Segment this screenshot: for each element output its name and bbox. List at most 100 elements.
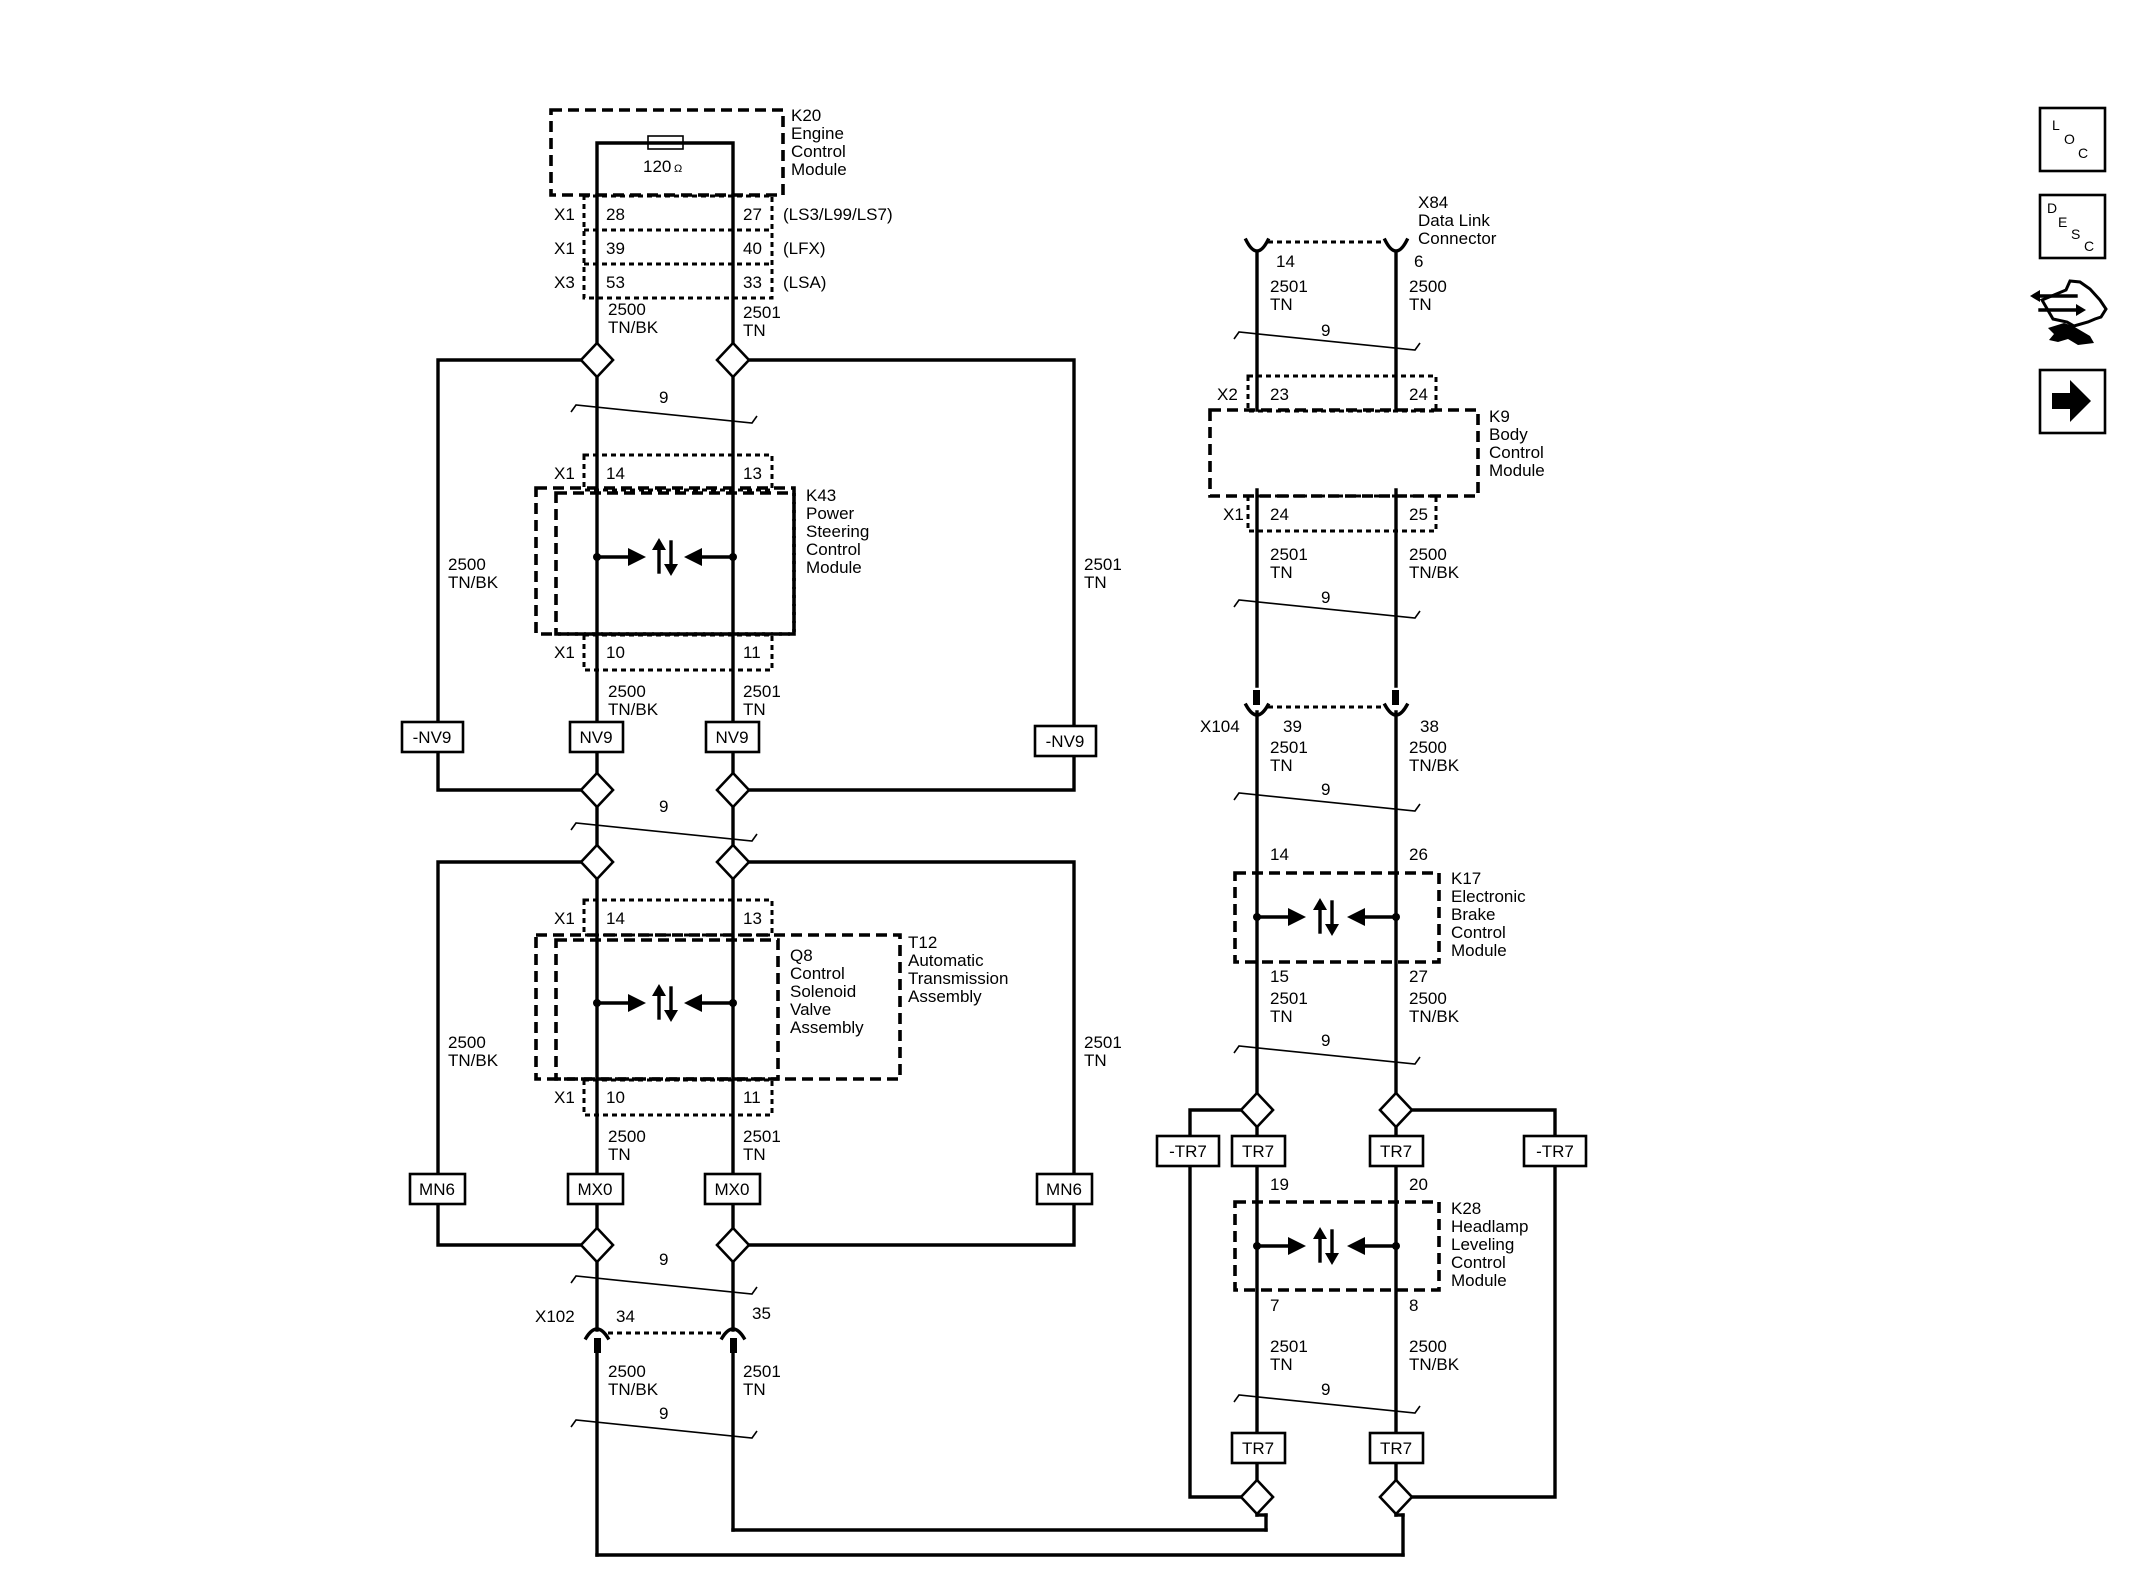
ecm-resistor-unit: Ω: [674, 163, 682, 175]
x102-inline-connector: X102 34 35: [535, 1304, 771, 1353]
wire-label: 2500: [608, 1127, 646, 1146]
next-page-arrow-button[interactable]: [2038, 368, 2107, 435]
k17-pin: 15: [1270, 967, 1289, 986]
k43-pin: 11: [743, 643, 761, 662]
k43-label: Module: [806, 558, 862, 577]
wire-label: TN: [1084, 1051, 1107, 1070]
k28-pin: 7: [1270, 1296, 1279, 1315]
q8-t12-transmission: X1 14 13 X1 10 11 Q8 Control Solenoid Va…: [534, 898, 1008, 1117]
twist-label: 9: [659, 797, 668, 816]
wire-label: 2501: [1270, 738, 1308, 757]
twist-label: 9: [1321, 321, 1330, 340]
option-box-label: TR7: [1242, 1142, 1274, 1161]
wire-label: 2500: [608, 300, 646, 319]
k17-label: Electronic: [1451, 887, 1526, 906]
k43-conn-top: X1: [554, 464, 575, 483]
ecm-row3-left-pin: 53: [606, 273, 625, 292]
k17-pin: 26: [1409, 845, 1428, 864]
q8-label: Assembly: [790, 1018, 864, 1037]
k9-label: Body: [1489, 425, 1528, 444]
q8-conn-top: X1: [554, 909, 575, 928]
k17-electronic-brake-control-module: 14 26 15 27 K17 Electronic Brake Control…: [1233, 845, 1526, 1026]
desc-letter: C: [2084, 238, 2094, 254]
x104-id: X104: [1200, 717, 1240, 736]
k17-label: Module: [1451, 941, 1507, 960]
t12-label: Automatic: [908, 951, 984, 970]
option-box-label: -TR7: [1536, 1142, 1574, 1161]
serial-data-symbol: [593, 984, 737, 1022]
k17-id: K17: [1451, 869, 1481, 888]
q8-label: Solenoid: [790, 982, 856, 1001]
k9-pin: 25: [1409, 505, 1428, 524]
twist-label: 9: [659, 1404, 668, 1423]
option-box-label: TR7: [1380, 1439, 1412, 1458]
ecm-row2-conn: X1: [554, 239, 575, 258]
connector-repair-icon[interactable]: [2030, 279, 2108, 345]
wire-label: 2500: [1409, 545, 1447, 564]
x84-pin: 6: [1414, 252, 1423, 271]
x104-pin: 38: [1420, 717, 1439, 736]
option-box-label: -NV9: [413, 728, 452, 747]
x84-id: X84: [1418, 193, 1448, 212]
wire-label: TN: [1270, 756, 1293, 775]
desc-button[interactable]: D E S C: [2038, 193, 2107, 260]
wire-label: 2500: [448, 555, 486, 574]
x84-label: Connector: [1418, 229, 1497, 248]
q8-conn-bot: X1: [554, 1088, 575, 1107]
ecm-row1-conn: X1: [554, 205, 575, 224]
k28-pin: 8: [1409, 1296, 1418, 1315]
twist-label: 9: [1321, 588, 1330, 607]
loc-letter: L: [2052, 117, 2060, 133]
q8-pin: 10: [606, 1088, 625, 1107]
t12-label: Transmission: [908, 969, 1008, 988]
wire-label: 2501: [1084, 1033, 1122, 1052]
left-twist-markers: 9 9 9 9: [570, 388, 758, 1439]
option-box-label: MN6: [1046, 1180, 1082, 1199]
x104-inline-connector: X104 39 38 2501 TN 2500 TN/BK: [1200, 690, 1460, 775]
ecm-id: K20: [791, 106, 821, 125]
wire-label: TN/BK: [1409, 1007, 1460, 1026]
ecm-label-line2: Control: [791, 142, 846, 161]
ecm-row1-left-pin: 28: [606, 205, 625, 224]
ecm-connector-rows: X1 28 27 (LS3/L99/LS7) X1 39 40 (LFX) X3…: [554, 194, 893, 300]
k17-label: Control: [1451, 923, 1506, 942]
wire-label: TN/BK: [608, 1380, 659, 1399]
twist-label: 9: [1321, 780, 1330, 799]
wire-label: TN: [743, 321, 766, 340]
option-box-label: MX0: [578, 1180, 613, 1199]
x102-pin: 35: [752, 1304, 771, 1323]
k17-label: Brake: [1451, 905, 1495, 924]
ecm-label-line1: Engine: [791, 124, 844, 143]
k9-label: Control: [1489, 443, 1544, 462]
k9-pin: 24: [1409, 385, 1428, 404]
wire-label: TN: [743, 700, 766, 719]
k28-label: Leveling: [1451, 1235, 1514, 1254]
left-splices: [579, 341, 751, 1264]
ecm-label-line3: Module: [791, 160, 847, 179]
x84-pin: 14: [1276, 252, 1295, 271]
loc-button[interactable]: L O C: [2038, 106, 2107, 173]
serial-data-symbol: [1253, 1227, 1400, 1265]
serial-data-symbol: [593, 538, 737, 576]
wire-label: TN/BK: [448, 573, 499, 592]
wire-label: TN: [608, 1145, 631, 1164]
wire-label: 2500: [608, 1362, 646, 1381]
wire-label: TN/BK: [1409, 756, 1460, 775]
serial-data-symbol: [1253, 898, 1400, 936]
wire-label: 2500: [1409, 277, 1447, 296]
k17-pin: 14: [1270, 845, 1289, 864]
wire-label: TN/BK: [448, 1051, 499, 1070]
q8-pin: 13: [743, 909, 762, 928]
wire-label: 2500: [608, 682, 646, 701]
k43-power-steering-module: X1 14 13 X1 10 11 K43 Power Steering Con…: [534, 453, 869, 672]
x102-pin: 34: [616, 1307, 635, 1326]
ecm-row2-note: (LFX): [783, 239, 826, 258]
wire-label: 2501: [1270, 1337, 1308, 1356]
x84-data-link-connector: 14 6 X84 Data Link Connector 2501 TN 250…: [1243, 193, 1497, 314]
wire-label: TN: [743, 1380, 766, 1399]
q8-label: Valve: [790, 1000, 831, 1019]
option-box-label: NV9: [579, 728, 612, 747]
option-box-label: NV9: [715, 728, 748, 747]
wire-label: 2501: [743, 682, 781, 701]
